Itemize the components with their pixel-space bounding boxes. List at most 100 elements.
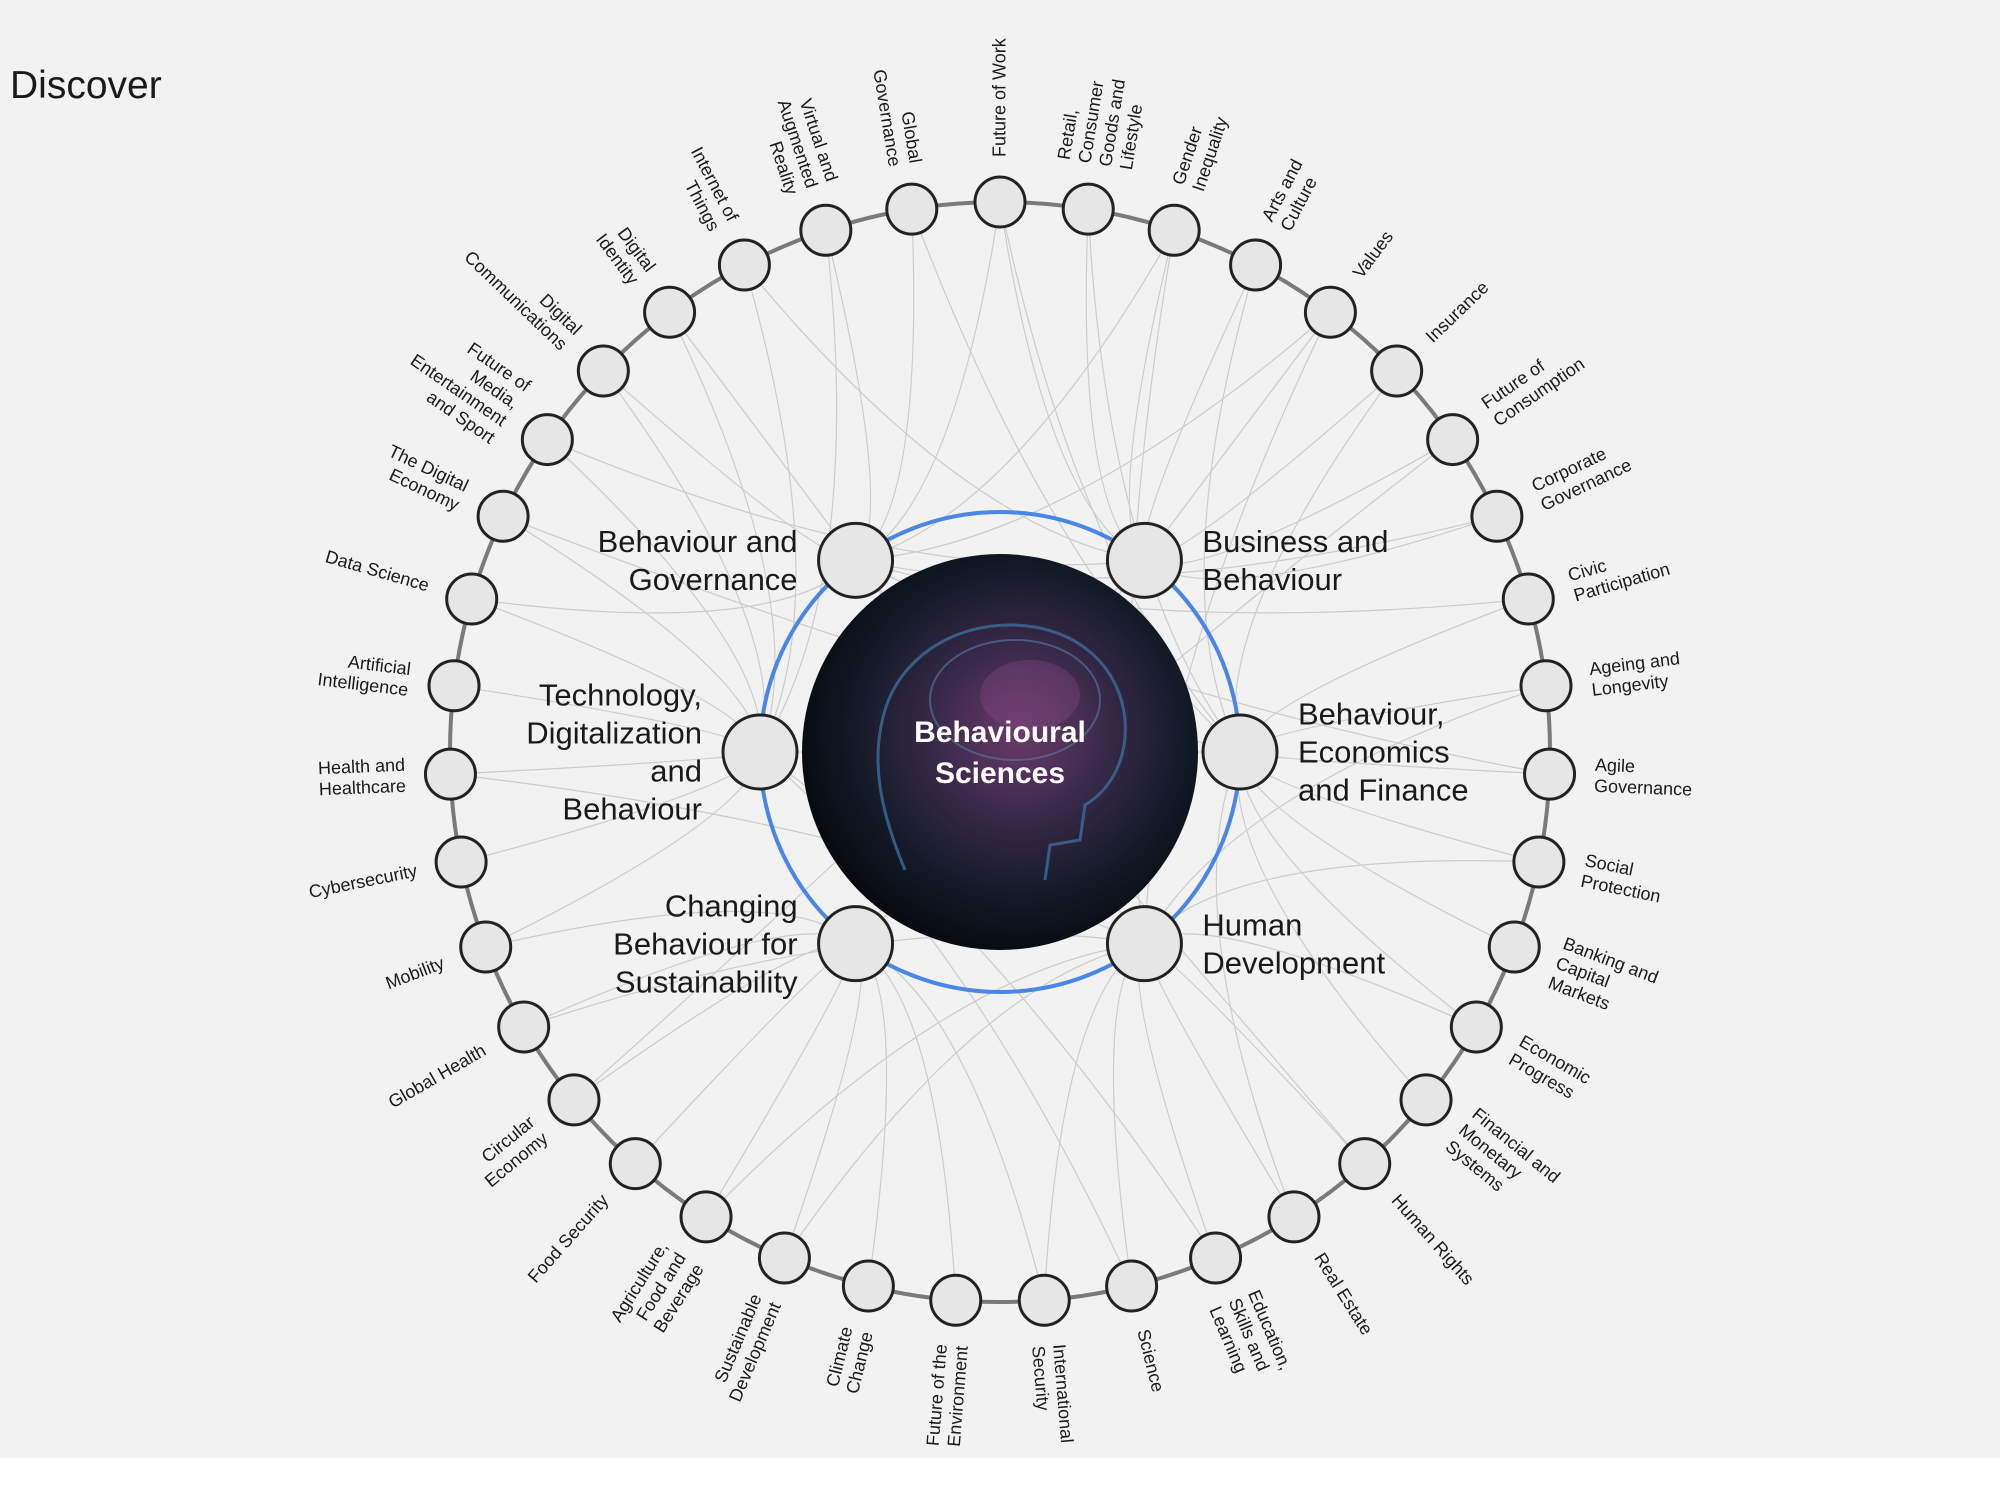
outer-node-circle[interactable] (1191, 1233, 1241, 1283)
outer-node-label-group: ClimateChange (822, 1325, 877, 1396)
outer-node-label-group: Human Rights (1388, 1190, 1479, 1289)
outer-node-circle[interactable] (478, 491, 528, 541)
outer-node-circle[interactable] (429, 661, 479, 711)
inner-node-circle[interactable] (819, 523, 893, 597)
center-node[interactable]: Behavioural Sciences (802, 554, 1198, 950)
outer-node-label: Future of Work (989, 37, 1009, 157)
outer-node-circle[interactable] (447, 574, 497, 624)
outer-topic-node[interactable]: Mobility (383, 922, 511, 993)
inner-node-label: and Finance (1298, 773, 1469, 808)
outer-node-circle[interactable] (1107, 1261, 1157, 1311)
outer-node-label: Health and (318, 755, 406, 778)
inner-node-circle[interactable] (1203, 715, 1277, 789)
outer-node-circle[interactable] (801, 205, 851, 255)
outer-node-circle[interactable] (931, 1275, 981, 1325)
outer-node-circle[interactable] (1269, 1192, 1319, 1242)
outer-node-circle[interactable] (1401, 1075, 1451, 1125)
outer-topic-node[interactable]: Values (1305, 227, 1397, 337)
outer-node-label-group: Real Estate (1310, 1249, 1377, 1338)
outer-node-circle[interactable] (1472, 491, 1522, 541)
outer-node-circle[interactable] (549, 1075, 599, 1125)
outer-topic-node[interactable]: Future of Work (975, 37, 1025, 227)
outer-node-circle[interactable] (436, 837, 486, 887)
outer-topic-node[interactable]: Cybersecurity (307, 837, 486, 902)
outer-node-label: Mobility (383, 953, 447, 993)
outer-node-circle[interactable] (1525, 749, 1575, 799)
outer-node-circle[interactable] (1372, 346, 1422, 396)
outer-node-circle[interactable] (975, 177, 1025, 227)
outer-topic-node[interactable]: Insurance (1372, 277, 1493, 396)
outer-node-circle[interactable] (645, 287, 695, 337)
outer-node-label-group: DigitalIdentity (592, 217, 660, 288)
inner-node-label: Behaviour and (598, 524, 798, 559)
outer-node-circle[interactable] (887, 184, 937, 234)
outer-node-label-group: EconomicProgress (1505, 1031, 1594, 1106)
outer-topic-node[interactable]: Science (1107, 1261, 1169, 1394)
outer-node-label: Agile (1595, 755, 1636, 777)
outer-node-circle[interactable] (610, 1139, 660, 1189)
center-label-line: Sciences (935, 757, 1065, 790)
inner-node-circle[interactable] (1107, 523, 1181, 597)
outer-node-circle[interactable] (1521, 661, 1571, 711)
outer-node-circle[interactable] (1149, 205, 1199, 255)
outer-node-circle[interactable] (1489, 922, 1539, 972)
outer-node-label: International (1049, 1343, 1077, 1443)
outer-node-circle[interactable] (1340, 1139, 1390, 1189)
inner-node-circle[interactable] (1107, 907, 1181, 981)
outer-node-circle[interactable] (522, 415, 572, 465)
outer-node-circle[interactable] (1019, 1275, 1069, 1325)
outer-node-circle[interactable] (578, 346, 628, 396)
outer-node-circle[interactable] (843, 1261, 893, 1311)
outer-node-circle[interactable] (1305, 287, 1355, 337)
outer-node-circle[interactable] (425, 749, 475, 799)
inner-node-circle[interactable] (723, 715, 797, 789)
outer-node-circle[interactable] (1503, 574, 1553, 624)
outer-node-circle[interactable] (1451, 1002, 1501, 1052)
outer-topic-node[interactable]: Global Health (385, 1002, 549, 1112)
outer-node-circle[interactable] (681, 1192, 731, 1242)
outer-node-circle[interactable] (461, 922, 511, 972)
outer-node-circle[interactable] (1063, 184, 1113, 234)
outer-topic-node[interactable]: Data Science (323, 546, 497, 624)
outer-node-circle[interactable] (1514, 837, 1564, 887)
outer-node-circle[interactable] (499, 1002, 549, 1052)
inner-node-circle[interactable] (819, 907, 893, 981)
outer-node-circle[interactable] (719, 240, 769, 290)
outer-node-circle[interactable] (759, 1233, 809, 1283)
outer-topic-node[interactable]: Real Estate (1269, 1192, 1377, 1339)
outer-node-circle[interactable] (1428, 415, 1478, 465)
outer-node-circle[interactable] (1231, 240, 1281, 290)
